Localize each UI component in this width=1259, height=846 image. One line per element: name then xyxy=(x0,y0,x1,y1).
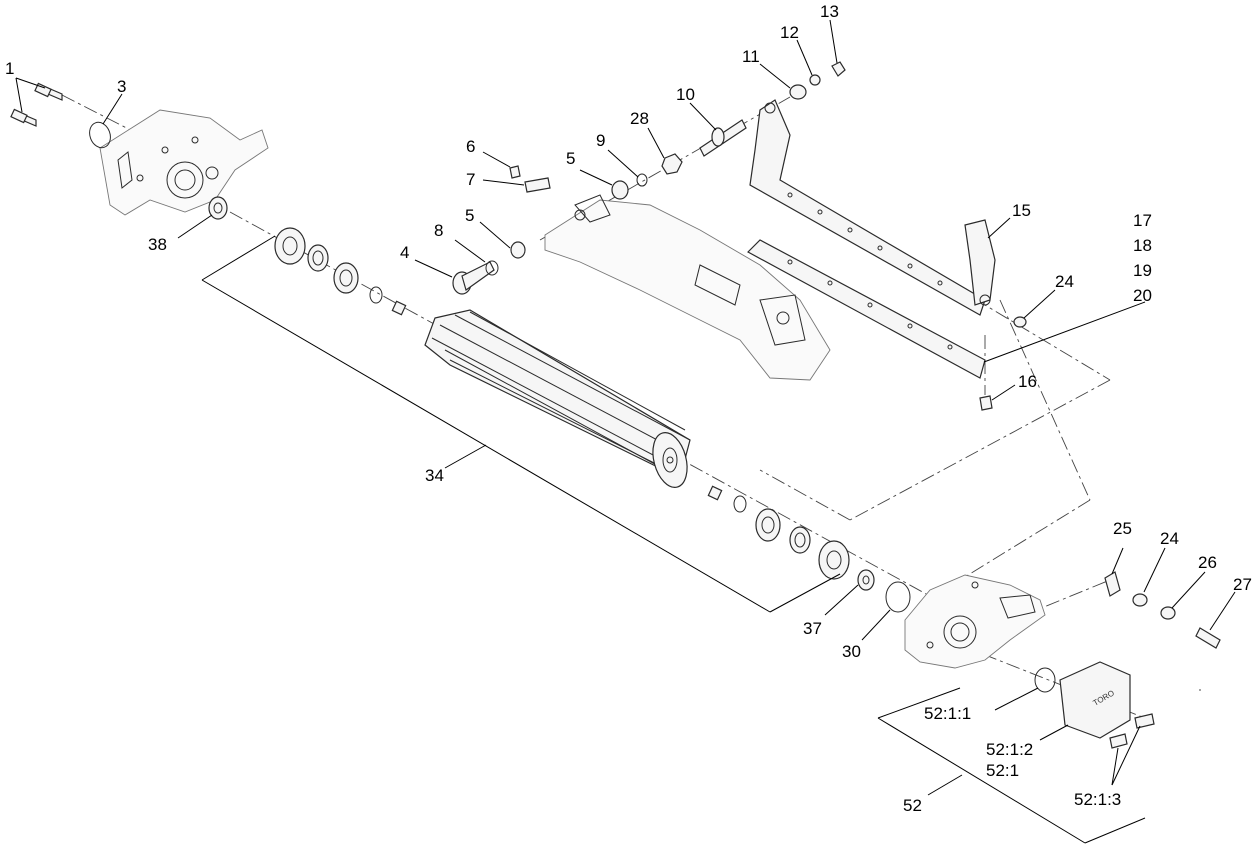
right-side-plate xyxy=(904,574,1046,669)
screw-part-16 xyxy=(979,395,993,411)
pinion-part-4 xyxy=(452,261,495,295)
callout-8: 8 xyxy=(434,221,444,240)
callout-1: 1 xyxy=(5,59,15,78)
callout-52-1-2: 52:1:2 xyxy=(986,740,1034,759)
right-bearing-stack xyxy=(707,485,875,591)
callout-20: 20 xyxy=(1133,286,1152,305)
callout-52: 52 xyxy=(903,796,922,815)
o-ring-part-30 xyxy=(885,581,911,613)
callout-30: 30 xyxy=(842,642,861,661)
callout-37: 37 xyxy=(803,619,822,638)
callout-11: 11 xyxy=(742,47,760,66)
callout-15: 15 xyxy=(1012,201,1031,220)
stray-dot xyxy=(1199,689,1201,691)
bushing-part-5-lower xyxy=(510,241,526,259)
callout-5-upper: 5 xyxy=(566,149,576,168)
callout-26: 26 xyxy=(1198,553,1217,572)
callout-24-upper: 24 xyxy=(1055,272,1074,291)
callout-34: 34 xyxy=(425,466,444,485)
group-bracket-34 xyxy=(201,235,841,613)
bushing-part-5-upper xyxy=(611,180,629,200)
washer-part-24-lower xyxy=(1132,593,1148,607)
callout-52-1: 52:1 xyxy=(986,761,1020,780)
left-bearing-stack xyxy=(274,227,407,316)
ring-part-8 xyxy=(485,260,499,276)
callout-52-1-3: 52:1:3 xyxy=(1074,790,1122,809)
callout-19: 19 xyxy=(1133,261,1152,280)
callout-4: 4 xyxy=(400,243,410,262)
bedbar-part-15 xyxy=(749,99,996,316)
o-ring-part-3 xyxy=(89,121,111,149)
nut-part-13 xyxy=(831,61,846,77)
callout-5-lower: 5 xyxy=(465,206,475,225)
bolt-part-52-1-3 xyxy=(1109,713,1155,749)
callout-17: 17 xyxy=(1133,211,1152,230)
group-bracket-52 xyxy=(877,687,1146,844)
callout-18: 18 xyxy=(1133,236,1152,255)
nut-part-12 xyxy=(809,74,821,86)
center-frame xyxy=(544,194,831,381)
plate-part-7 xyxy=(524,177,551,193)
washer-part-24-upper xyxy=(1013,316,1027,328)
callout-13: 13 xyxy=(820,2,839,21)
left-side-plate xyxy=(99,109,269,216)
callout-9: 9 xyxy=(596,131,606,150)
fitting-part-6 xyxy=(509,165,521,179)
callout-27: 27 xyxy=(1233,575,1252,594)
callout-3: 3 xyxy=(117,77,127,96)
bedknife-part-17-20 xyxy=(747,239,986,379)
callout-10: 10 xyxy=(676,85,695,104)
bushing-part-38 xyxy=(208,196,228,220)
cover-part-52: TORO xyxy=(1059,661,1131,739)
bushing-part-25 xyxy=(1104,571,1121,597)
callout-28: 28 xyxy=(630,109,649,128)
washer-part-11 xyxy=(789,84,807,100)
reel-part-34 xyxy=(424,309,691,488)
bolt-part-10 xyxy=(699,119,747,157)
callout-7: 7 xyxy=(466,170,476,189)
callout-12: 12 xyxy=(780,23,799,42)
nut-part-28 xyxy=(661,153,683,175)
callout-6: 6 xyxy=(466,137,476,156)
callout-16: 16 xyxy=(1018,372,1037,391)
shaft-part-27 xyxy=(1195,627,1221,649)
callout-25: 25 xyxy=(1113,519,1132,538)
leader-lines xyxy=(15,19,1236,786)
callout-24-lower: 24 xyxy=(1160,529,1179,548)
washer-part-26 xyxy=(1160,606,1176,620)
callout-38: 38 xyxy=(148,235,167,254)
o-ring-part-52-1-1 xyxy=(1034,667,1056,693)
washer-part-9 xyxy=(636,173,648,187)
callout-52-1-1: 52:1:1 xyxy=(924,704,972,723)
bolt-part-1 xyxy=(10,82,63,127)
